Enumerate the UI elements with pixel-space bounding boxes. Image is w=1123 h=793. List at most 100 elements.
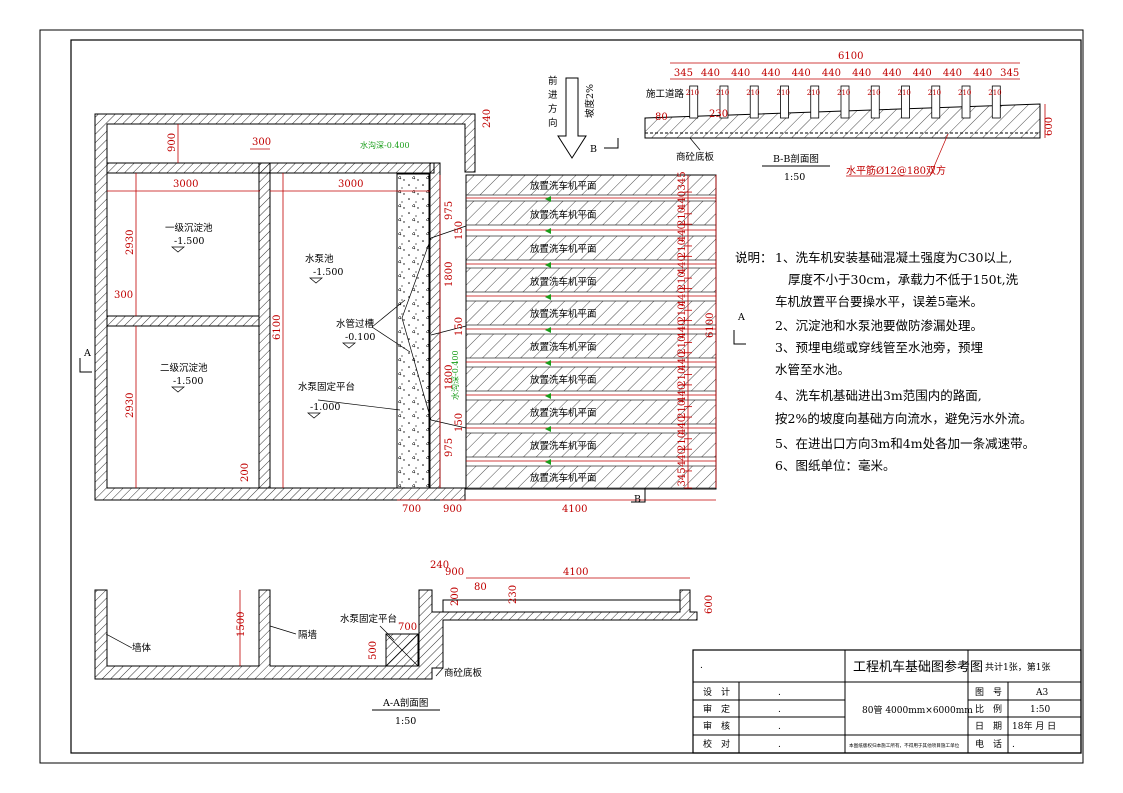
dim-150c: 150: [454, 413, 465, 432]
bb-dim-segment: 345: [674, 68, 693, 79]
bb-dim-segment: 440: [761, 68, 780, 79]
dim-150a: 150: [454, 221, 465, 240]
aa-title: A-A剖面图: [382, 697, 428, 709]
section-mark-b: B: [634, 494, 641, 505]
notes-lead: 说明：: [735, 250, 773, 265]
partition-horizontal: [106, 315, 260, 327]
tb-field-value: 1:50: [1030, 705, 1050, 715]
bb-post: [719, 85, 729, 119]
aa-600: 600: [704, 595, 715, 614]
bb-dim-segment: 345: [1000, 68, 1019, 79]
trough-name: 水管过槽: [336, 318, 375, 330]
section-marks: A A B B: [79, 138, 746, 505]
note-line: 水管至水池。: [775, 362, 850, 377]
pump-name: 水泵池: [305, 253, 334, 265]
bb-80: 80: [655, 112, 668, 123]
wash-label: 放置洗车机平面: [530, 440, 597, 452]
plan-dims-bottom: 700 900 4100: [397, 499, 716, 515]
tb-field-label: 电 话: [975, 738, 1002, 750]
bb-post: [810, 85, 820, 119]
bb-post: [961, 85, 971, 119]
bb-sub-dim: 210: [928, 89, 941, 97]
plan-view: 放置洗车机平面 放置洗车机平面 放置洗车机平面 放置洗车机平面 放置洗车机平面 …: [79, 109, 746, 515]
aa-wall: 墙体: [132, 642, 152, 654]
dim-900-bottom: 900: [443, 504, 462, 515]
plan-dims-right: 6100 34544021044021044021044021044021044…: [677, 171, 717, 489]
trench-label: 水沟深-0.400: [450, 350, 460, 400]
bb-dim-segment: 440: [701, 68, 720, 79]
platform-level: -1.000: [310, 402, 340, 413]
tb-field-value: A3: [1035, 688, 1048, 698]
bb-sub-dim: 210: [807, 89, 820, 97]
bb-sub-dim: 210: [746, 89, 759, 97]
aa-500: 500: [368, 641, 379, 660]
bb-dim-segment: 440: [882, 68, 901, 79]
tb-sheet-count: 共计1张，第1张: [985, 661, 1050, 673]
aa-80: 80: [474, 582, 487, 593]
aa-230: 230: [508, 585, 519, 604]
note-line: 1、洗车机安装基础混凝土强度为C30以上,: [775, 250, 1012, 265]
wash-label: 放置洗车机平面: [530, 180, 597, 192]
dim-right-segment: 345: [677, 467, 688, 486]
dim-right-segment: 210: [677, 335, 688, 354]
bb-sub-dim: 210: [776, 89, 789, 97]
aa-partition: 隔墙: [298, 629, 318, 641]
dim-975b: 975: [444, 438, 455, 457]
note-line: 车机放置平台要操水平，误差5毫米。: [775, 294, 983, 309]
note-line: 厚度不小于30cm，承载力不低于150t,洗: [788, 272, 1019, 287]
tb-field-label: 图 号: [975, 687, 1002, 698]
aa-4100: 4100: [563, 567, 588, 578]
dim-right-segment: 210: [677, 432, 688, 451]
platform-name: 水泵固定平台: [298, 381, 355, 393]
section-mark-a: A: [83, 348, 91, 359]
wash-label: 放置洗车机平面: [530, 341, 597, 353]
tb-field-label: 日 期: [975, 721, 1002, 732]
tb-field-value: 18年 月 日: [1012, 720, 1056, 732]
dim-200: 200: [240, 463, 251, 482]
partition-vertical: [258, 162, 271, 489]
flow-char: 前: [548, 75, 558, 87]
title-block: . 工程机车基础图参考图 共计1张，第1张 设 计 审 定 审 核 校 对 . …: [692, 649, 1082, 754]
section-mark-a: A: [737, 312, 745, 323]
dim-6100-left: 6100: [272, 315, 283, 340]
bb-post: [991, 85, 1001, 119]
outer-frame: [39, 29, 1084, 764]
level-markers: [171, 246, 356, 419]
dim-right-segment: 210: [677, 400, 688, 419]
dim-2930a: 2930: [125, 230, 136, 255]
trough-level: -0.100: [345, 332, 375, 343]
tb-role: 校 对: [703, 738, 730, 750]
bb-sub-dim: 210: [867, 89, 880, 97]
dim-3000a: 3000: [173, 179, 198, 190]
tank-walls: [94, 113, 476, 501]
pump-right-wall: [429, 162, 441, 489]
tb-dot: .: [700, 661, 703, 671]
plan-dims-top: 3000 3000 300 900 240: [107, 109, 493, 192]
tb-role-value: .: [778, 705, 781, 715]
wash-label: 放置洗车机平面: [530, 407, 597, 419]
bb-sub-dim: 210: [958, 89, 971, 97]
trench-lines: [466, 197, 716, 462]
tb-spec: 80管 4000mm×6000mm: [862, 704, 973, 716]
tb-role: 设 计: [703, 686, 730, 698]
dim-right-segment: 210: [677, 368, 688, 387]
dim-3000b: 3000: [338, 179, 363, 190]
bb-rebar: 水平筋Ø12@180双方: [846, 164, 946, 177]
wash-label: 放置洗车机平面: [530, 209, 597, 221]
dim-900: 900: [167, 133, 178, 152]
tank2-level: -1.500: [173, 376, 203, 387]
pump-level: -1.500: [313, 267, 343, 278]
aa-240: 240: [430, 560, 449, 571]
dim-right-segment: 440: [677, 352, 688, 371]
bb-dim-segment: 440: [731, 68, 750, 79]
bb-sub-dim: 210: [988, 89, 1001, 97]
dim-6100-right: 6100: [705, 313, 716, 338]
note-line: 4、洗车机基础进出3m范围内的路面,: [775, 388, 982, 403]
dim-right-segment: 345: [677, 171, 688, 190]
section-mark-b: B: [590, 144, 597, 155]
bb-post: [901, 85, 910, 119]
flow-char: 进: [548, 90, 558, 101]
dim-700: 700: [402, 504, 421, 515]
dim-1800b: 1800: [444, 365, 455, 390]
aa-700: 700: [398, 622, 417, 633]
